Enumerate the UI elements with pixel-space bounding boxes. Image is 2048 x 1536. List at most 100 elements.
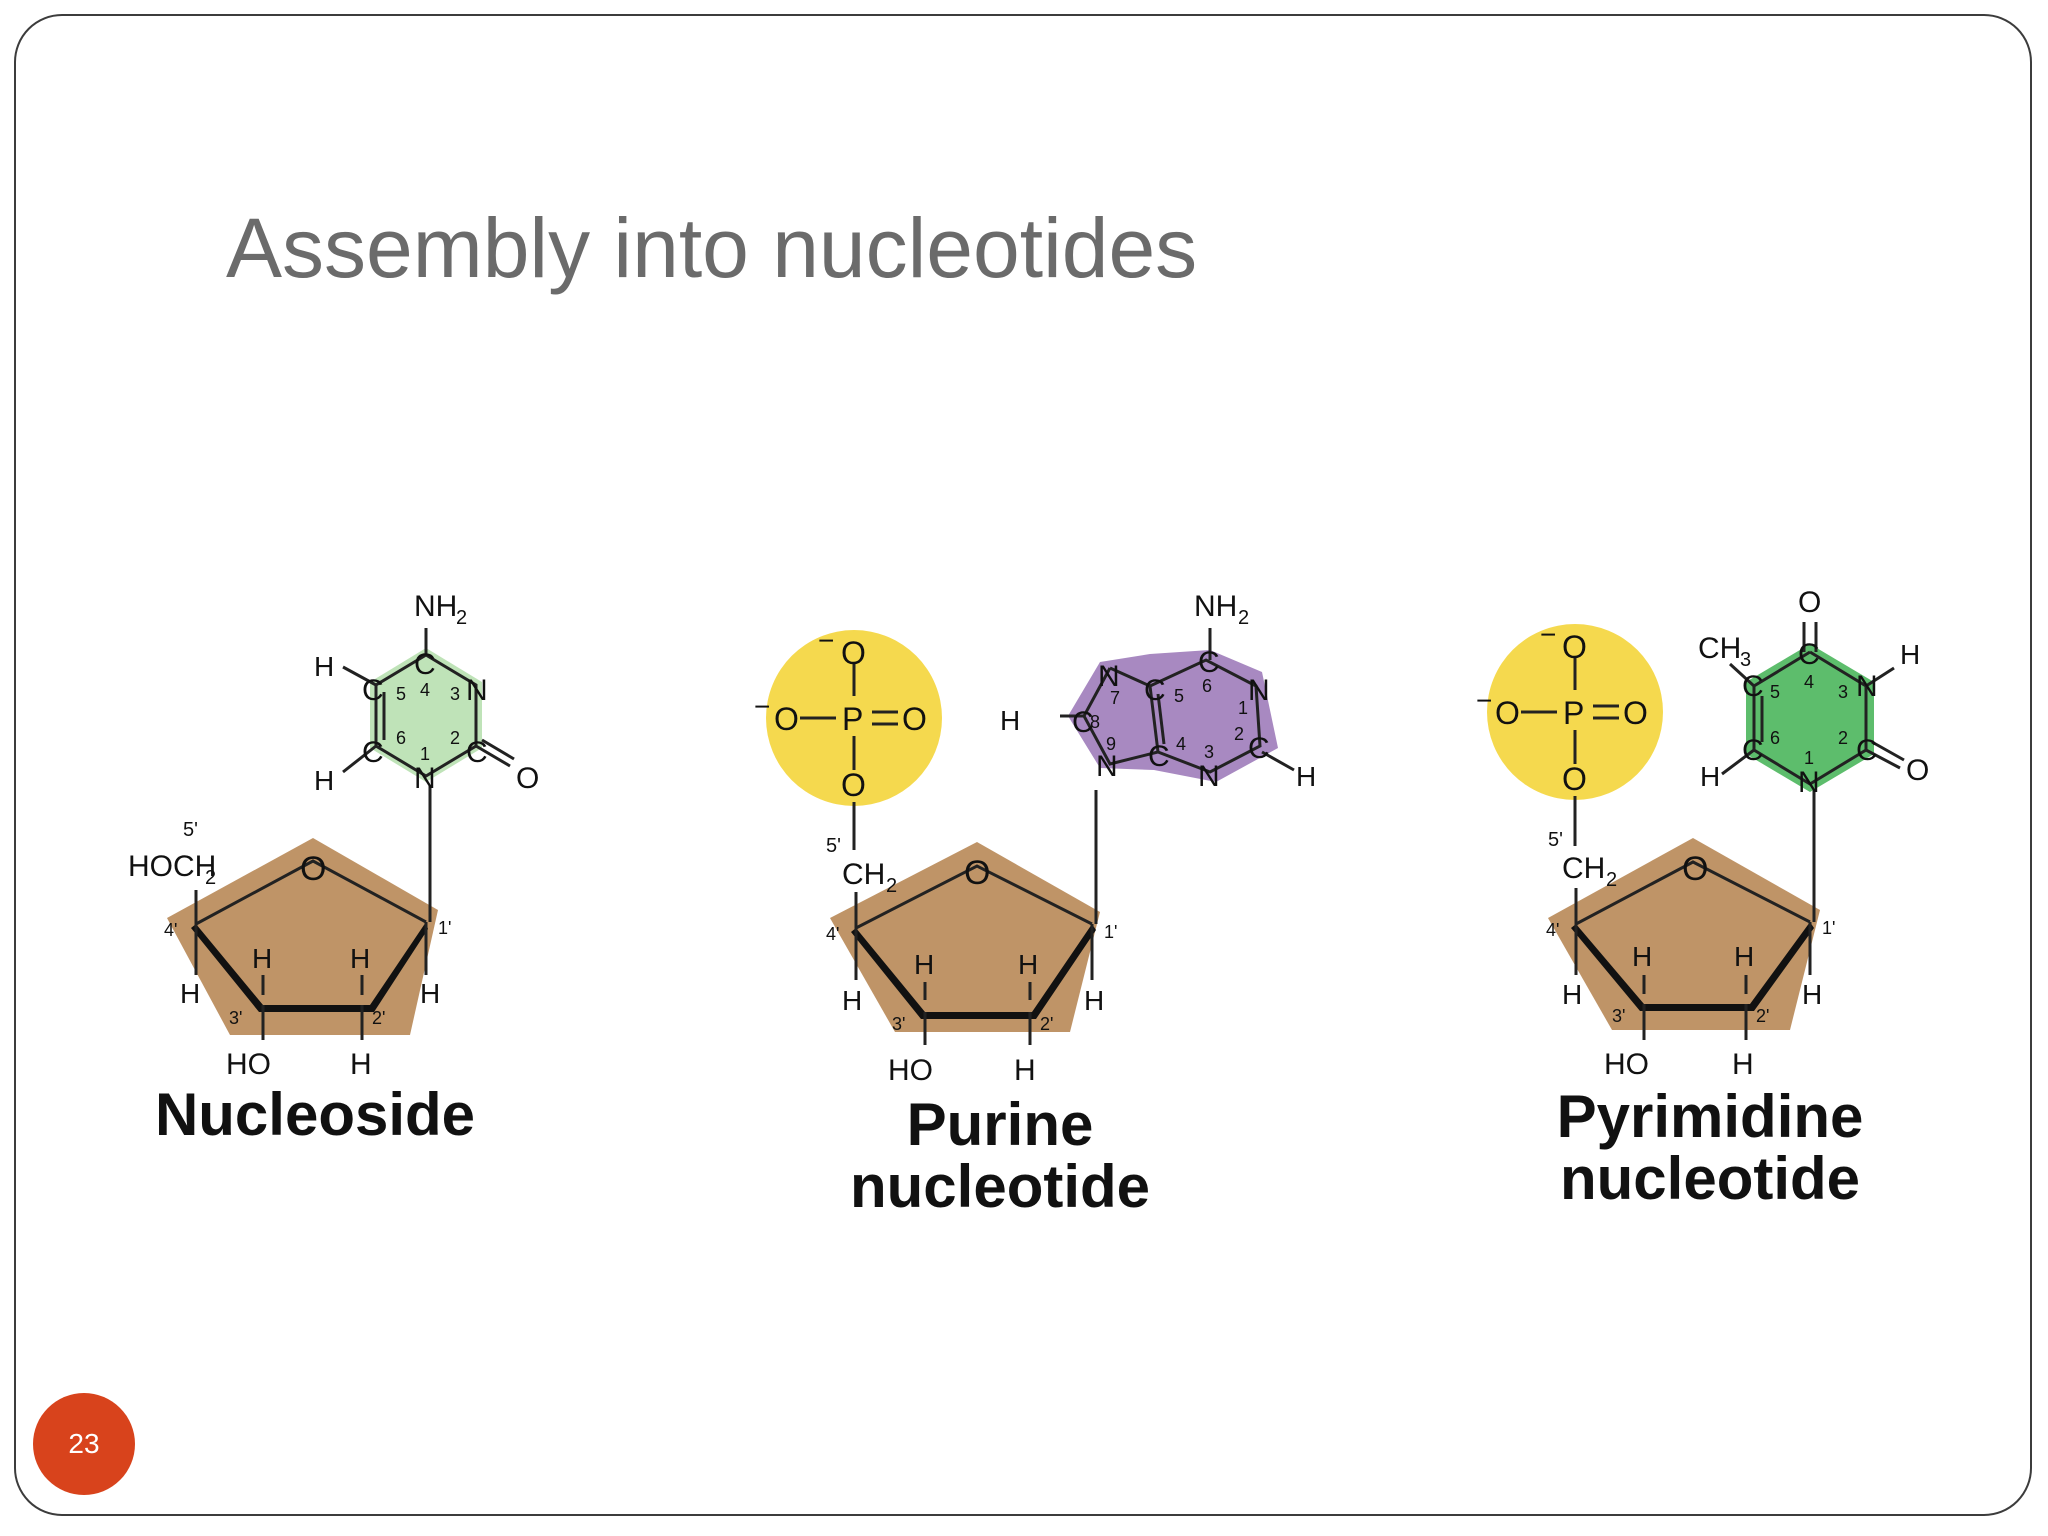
svg-text:O: O xyxy=(902,701,927,737)
svg-text:C: C xyxy=(1742,734,1764,767)
svg-text:H: H xyxy=(1732,1048,1754,1081)
five-prime-group: HOCH xyxy=(128,850,216,883)
caption-line: Nucleoside xyxy=(154,1081,476,1148)
svg-text:2: 2 xyxy=(1606,869,1617,891)
svg-text:N: N xyxy=(1098,660,1120,693)
svg-text:H: H xyxy=(350,1048,372,1081)
svg-text:4': 4' xyxy=(1546,920,1559,940)
purine-nucleotide-structure: O − O − P O O O 5' CH 2 4' 3' 2' 1' H H … xyxy=(754,590,1316,1087)
svg-text:3': 3' xyxy=(1612,1006,1625,1026)
svg-text:NH: NH xyxy=(1194,590,1237,623)
svg-text:5: 5 xyxy=(1174,686,1184,706)
svg-text:1': 1' xyxy=(1104,922,1117,942)
svg-text:3': 3' xyxy=(892,1014,905,1034)
svg-text:P: P xyxy=(842,701,863,737)
svg-text:H: H xyxy=(1734,941,1754,972)
svg-text:H: H xyxy=(1018,949,1038,980)
svg-text:4: 4 xyxy=(1804,672,1814,692)
svg-text:H: H xyxy=(1632,941,1652,972)
svg-text:4': 4' xyxy=(826,924,839,944)
adenine-ring xyxy=(1068,650,1278,782)
svg-text:3: 3 xyxy=(1838,682,1848,702)
svg-text:C: C xyxy=(1856,734,1878,767)
svg-text:C: C xyxy=(362,736,384,769)
svg-text:4': 4' xyxy=(164,920,177,940)
svg-text:H: H xyxy=(914,949,934,980)
svg-text:H: H xyxy=(420,978,440,1009)
svg-text:O: O xyxy=(1798,586,1821,619)
caption-line: Purine xyxy=(906,1091,1094,1158)
slide-title: Assembly into nucleotides xyxy=(226,201,1198,295)
caption-line: nucleotide xyxy=(849,1153,1151,1220)
svg-text:3: 3 xyxy=(1204,742,1214,762)
svg-text:−: − xyxy=(818,625,834,656)
five-prime-label: 5' xyxy=(183,819,198,841)
svg-text:6: 6 xyxy=(396,728,406,748)
svg-text:N: N xyxy=(1096,750,1118,783)
svg-text:O: O xyxy=(774,701,799,737)
svg-text:O: O xyxy=(1562,629,1587,665)
svg-text:H: H xyxy=(1000,705,1020,736)
svg-text:6: 6 xyxy=(1770,728,1780,748)
svg-text:C: C xyxy=(1148,740,1170,773)
svg-text:C: C xyxy=(1742,670,1764,703)
svg-text:2: 2 xyxy=(1838,728,1848,748)
phosphate-group xyxy=(1487,624,1663,800)
svg-text:HO: HO xyxy=(226,1048,271,1081)
pyrimidine-nucleotide-structure: O − O − P O O O 5' CH 2 4' 3' 2' 1' H H … xyxy=(1476,586,1929,1081)
svg-text:1': 1' xyxy=(438,918,451,938)
caption-purine-nucleotide: Purine nucleotide xyxy=(810,1094,1190,1218)
svg-text:H: H xyxy=(314,765,334,796)
caption-nucleoside: Nucleoside xyxy=(130,1084,500,1146)
thymine-ring xyxy=(1746,644,1874,792)
svg-text:−: − xyxy=(1476,685,1492,716)
caption-pyrimidine-nucleotide: Pyrimidine nucleotide xyxy=(1530,1086,1890,1210)
svg-text:P: P xyxy=(1563,695,1584,731)
amino-group: NH xyxy=(414,590,457,623)
svg-text:2: 2 xyxy=(456,607,467,629)
svg-text:HO: HO xyxy=(1604,1048,1649,1081)
svg-text:9: 9 xyxy=(1106,734,1116,754)
svg-text:3: 3 xyxy=(1740,649,1751,671)
caption-line: nucleotide xyxy=(1559,1145,1861,1212)
svg-text:O: O xyxy=(1623,695,1648,731)
svg-text:O: O xyxy=(1682,850,1708,888)
svg-text:2': 2' xyxy=(372,1008,385,1028)
svg-text:C: C xyxy=(1798,638,1820,671)
svg-text:2': 2' xyxy=(1040,1014,1053,1034)
svg-text:N: N xyxy=(1198,760,1220,793)
svg-text:4: 4 xyxy=(420,680,430,700)
svg-text:2: 2 xyxy=(450,728,460,748)
svg-text:5': 5' xyxy=(1548,829,1563,851)
svg-text:3': 3' xyxy=(229,1008,242,1028)
svg-text:1: 1 xyxy=(1238,698,1248,718)
svg-text:H: H xyxy=(1802,979,1822,1010)
sugar-ring-shading xyxy=(167,838,438,1035)
svg-text:C: C xyxy=(1198,646,1220,679)
svg-text:C: C xyxy=(414,648,436,681)
svg-text:5: 5 xyxy=(396,684,406,704)
svg-text:7: 7 xyxy=(1110,688,1120,708)
svg-text:CH: CH xyxy=(1698,632,1741,665)
svg-text:6: 6 xyxy=(1202,676,1212,696)
svg-text:4: 4 xyxy=(1176,734,1186,754)
svg-text:N: N xyxy=(466,674,488,707)
page-number-badge: 23 xyxy=(33,1393,135,1495)
svg-text:2': 2' xyxy=(1756,1006,1769,1026)
nucleoside-structure: O 5' HOCH 2 4' 3' 2' 1' H H H H HO H NH … xyxy=(128,590,539,1081)
svg-text:C: C xyxy=(1248,732,1270,765)
svg-text:H: H xyxy=(314,651,334,682)
svg-text:CH: CH xyxy=(1562,852,1605,885)
svg-text:−: − xyxy=(1540,619,1556,650)
svg-text:O: O xyxy=(1495,695,1520,731)
svg-text:O: O xyxy=(1906,754,1929,787)
svg-text:8: 8 xyxy=(1090,712,1100,732)
svg-text:O: O xyxy=(841,767,866,803)
svg-text:H: H xyxy=(350,943,370,974)
svg-text:O: O xyxy=(841,635,866,671)
svg-text:2: 2 xyxy=(205,867,216,889)
svg-text:3: 3 xyxy=(450,684,460,704)
svg-text:1: 1 xyxy=(1804,748,1814,768)
svg-text:N: N xyxy=(1856,670,1878,703)
svg-text:C: C xyxy=(362,674,384,707)
